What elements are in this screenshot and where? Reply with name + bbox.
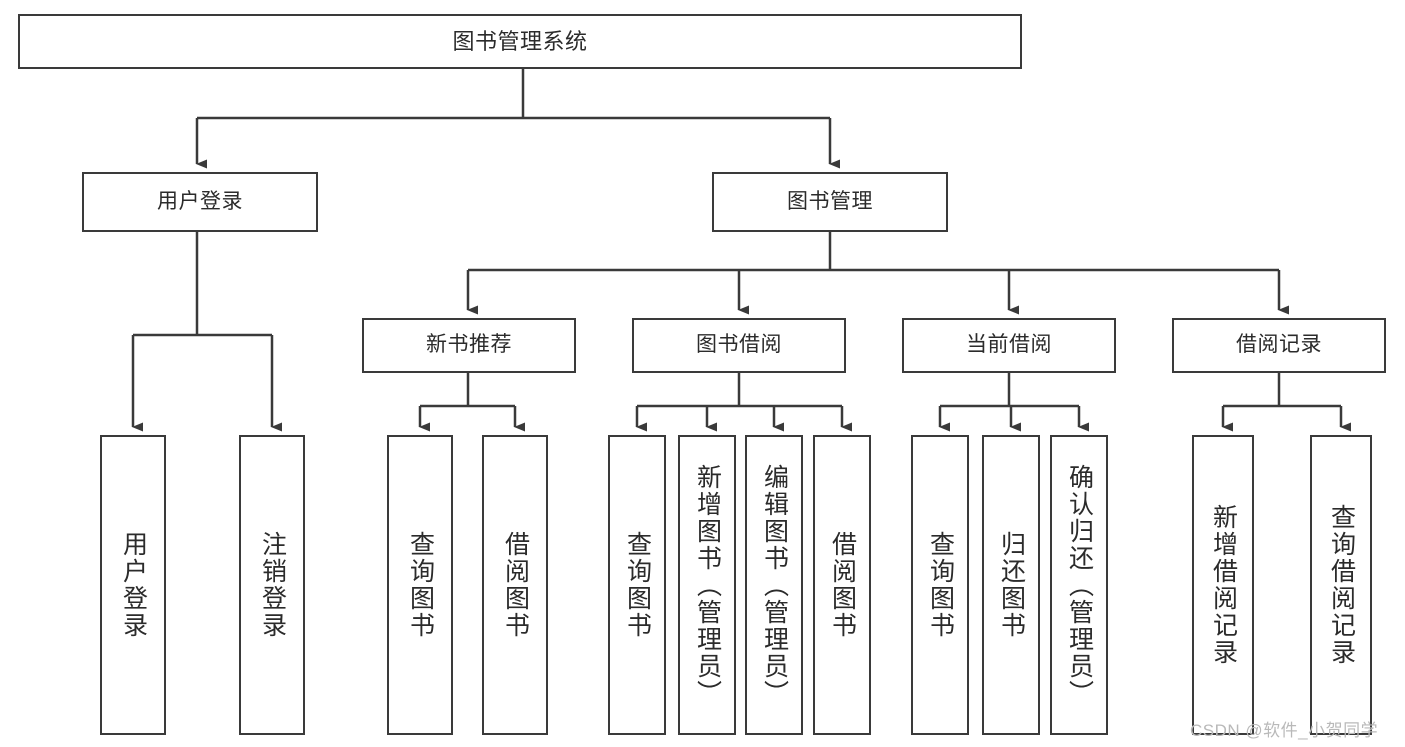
node-book-management-label: 图书管理	[787, 189, 873, 213]
leaf-return-book-label: 归还图书	[997, 531, 1026, 639]
node-borrow-records[interactable]: 借阅记录	[1172, 318, 1386, 373]
leaf-query-book-new[interactable]: 查询图书	[387, 435, 453, 735]
leaf-query-borrow-record-label: 查询借阅记录	[1327, 504, 1356, 666]
leaf-query-book[interactable]: 查询图书	[608, 435, 666, 735]
leaf-confirm-return-admin[interactable]: 确认归还（管理员）	[1050, 435, 1108, 735]
leaf-edit-book-admin[interactable]: 编辑图书（管理员）	[745, 435, 803, 735]
leaf-add-book-admin[interactable]: 新增图书（管理员）	[678, 435, 736, 735]
watermark-text: CSDN @软件_小贺同学	[1190, 721, 1379, 740]
node-book-management[interactable]: 图书管理	[712, 172, 948, 232]
leaf-add-borrow-record-label: 新增借阅记录	[1209, 504, 1238, 666]
node-root-label: 图书管理系统	[452, 28, 588, 54]
leaf-confirm-return-admin-label: 确认归还（管理员）	[1065, 463, 1094, 707]
leaf-return-book[interactable]: 归还图书	[982, 435, 1040, 735]
leaf-query-book-current-label: 查询图书	[926, 531, 955, 639]
node-new-book-recommendation-label: 新书推荐	[426, 333, 512, 357]
leaf-borrow-book-new[interactable]: 借阅图书	[482, 435, 548, 735]
node-book-borrowing[interactable]: 图书借阅	[632, 318, 846, 373]
leaf-user-login[interactable]: 用户登录	[100, 435, 166, 735]
leaf-user-login-label: 用户登录	[119, 531, 148, 639]
node-new-book-recommendation[interactable]: 新书推荐	[362, 318, 576, 373]
leaf-logout-label: 注销登录	[258, 531, 287, 639]
leaf-borrow-book[interactable]: 借阅图书	[813, 435, 871, 735]
leaf-add-borrow-record[interactable]: 新增借阅记录	[1192, 435, 1254, 735]
leaf-borrow-book-label: 借阅图书	[828, 531, 857, 639]
leaf-borrow-book-new-label: 借阅图书	[501, 531, 530, 639]
leaf-query-book-new-label: 查询图书	[406, 531, 435, 639]
leaf-logout[interactable]: 注销登录	[239, 435, 305, 735]
node-book-borrowing-label: 图书借阅	[696, 333, 782, 357]
leaf-query-book-label: 查询图书	[623, 531, 652, 639]
node-user-login[interactable]: 用户登录	[82, 172, 318, 232]
node-current-borrowing-label: 当前借阅	[966, 333, 1052, 357]
leaf-add-book-admin-label: 新增图书（管理员）	[693, 463, 722, 707]
node-borrow-records-label: 借阅记录	[1236, 333, 1322, 357]
leaf-edit-book-admin-label: 编辑图书（管理员）	[760, 463, 789, 707]
node-current-borrowing[interactable]: 当前借阅	[902, 318, 1116, 373]
leaf-query-book-current[interactable]: 查询图书	[911, 435, 969, 735]
node-root[interactable]: 图书管理系统	[18, 14, 1022, 69]
leaf-query-borrow-record[interactable]: 查询借阅记录	[1310, 435, 1372, 735]
node-user-login-label: 用户登录	[157, 189, 243, 213]
